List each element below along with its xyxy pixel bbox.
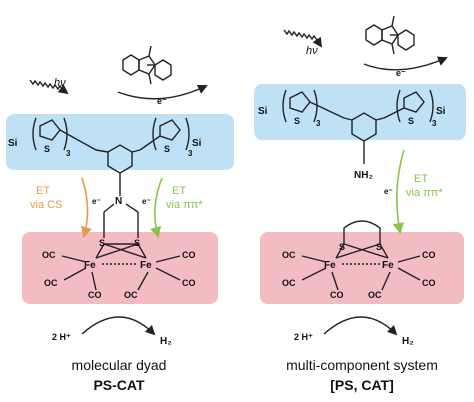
electron-label-top-right: e⁻: [396, 68, 406, 78]
nh2-label: NH₂: [354, 170, 373, 181]
photosensitizer-box: [6, 114, 234, 170]
right-fe-cluster: [301, 220, 421, 291]
co-label-a-right: OC: [282, 250, 296, 260]
co-label-e-right: CO: [422, 278, 436, 288]
left-caption: molecular dyad: [72, 357, 167, 373]
protons-label-right: 2 H⁺: [294, 332, 313, 342]
fe-label-a: Fe: [84, 260, 96, 271]
s-label-right-arm-right: S: [408, 116, 414, 126]
et-pi-label-line1: ET: [172, 185, 186, 197]
curved-electron-arrow-icon-right: [363, 56, 448, 71]
co-label-d: CO: [182, 250, 196, 260]
electron-label-top: e⁻: [157, 96, 167, 106]
central-benzene-right: [343, 112, 385, 164]
hv-label: hν: [54, 77, 66, 89]
co-label-f: OC: [124, 290, 138, 300]
electron-label-pi: e⁻: [142, 197, 151, 206]
left-thiophene-arm: [32, 117, 97, 151]
electron-donor-molecule-right: [365, 15, 415, 55]
curved-reaction-arrow-icon: [81, 316, 156, 336]
repeat-3-left: 3: [66, 149, 71, 158]
light-wavy-arrow-icon: [29, 79, 69, 95]
si-label-left: Si: [8, 138, 18, 149]
co-label-b: OC: [44, 278, 58, 288]
co-label-b-right: OC: [282, 278, 296, 288]
h2-label: H₂: [160, 336, 172, 347]
s-label-cluster-b-right: S: [376, 242, 382, 252]
left-caption-bold: PS-CAT: [93, 377, 145, 393]
right-caption-bold: [PS, CAT]: [330, 377, 394, 393]
light-wavy-arrow-icon-right: [283, 29, 323, 48]
si-label-left-right: Si: [258, 106, 268, 117]
et-pi-arrow-icon: [150, 177, 163, 239]
electron-label-cs: e⁻: [92, 197, 101, 206]
s-label-cluster-a: S: [99, 238, 105, 248]
left-fe-cluster: [61, 243, 181, 291]
s-label-left-arm-right: S: [294, 116, 300, 126]
curved-electron-arrow-icon: [117, 84, 208, 100]
co-label-c: CO: [88, 290, 102, 300]
h2-label-right: H₂: [402, 336, 414, 347]
si-label-right: Si: [192, 138, 202, 149]
co-label-e: CO: [182, 278, 196, 288]
et-pi-label-line2: via ππ*: [166, 199, 203, 211]
s-label-left-arm: S: [44, 144, 50, 154]
repeat-3-left-right: 3: [316, 119, 321, 128]
fe-label-b-right: Fe: [382, 260, 394, 271]
et-pi-arrow-icon-right: [392, 149, 405, 235]
si-label-right-right: Si: [436, 106, 446, 117]
s-label-cluster-a-right: S: [339, 242, 345, 252]
left-panel: hν e⁻ Si S 3 Si S 3: [6, 45, 234, 393]
electron-label-pi-right: e⁻: [384, 187, 393, 196]
fe-label-a-right: Fe: [324, 260, 336, 271]
left-thiophene-arm-right: [282, 89, 345, 123]
co-label-f-right: OC: [368, 290, 382, 300]
curved-reaction-arrow-icon-right: [323, 316, 398, 336]
right-caption: multi-component system: [286, 357, 438, 373]
repeat-3-right: 3: [188, 149, 193, 158]
nitrogen-label: N: [115, 196, 122, 207]
repeat-3-right-right: 3: [432, 119, 437, 128]
co-label-c-right: CO: [330, 290, 344, 300]
et-pi-label-line1-right: ET: [414, 173, 428, 185]
et-cs-arrow-icon: [81, 177, 92, 239]
right-panel: hν e⁻ Si S 3 Si S 3: [254, 15, 466, 393]
catalyst-box-right: [260, 232, 464, 304]
catalyst-box: [22, 232, 218, 304]
hv-label-right: hν: [306, 45, 318, 57]
et-cs-label-line1: ET: [36, 185, 50, 197]
co-label-a: OC: [42, 250, 56, 260]
central-benzene: [95, 144, 141, 238]
protons-label: 2 H⁺: [52, 332, 71, 342]
fe-label-b: Fe: [140, 260, 152, 271]
et-pi-label-line2-right: via ππ*: [406, 187, 443, 199]
co-label-d-right: CO: [422, 250, 436, 260]
right-thiophene-arm: [139, 117, 190, 151]
s-label-cluster-b: S: [134, 238, 140, 248]
s-label-right-arm: S: [164, 144, 170, 154]
right-thiophene-arm-right: [383, 89, 434, 123]
et-cs-label-line2: via CS: [30, 199, 62, 211]
electron-donor-molecule: [122, 45, 172, 85]
